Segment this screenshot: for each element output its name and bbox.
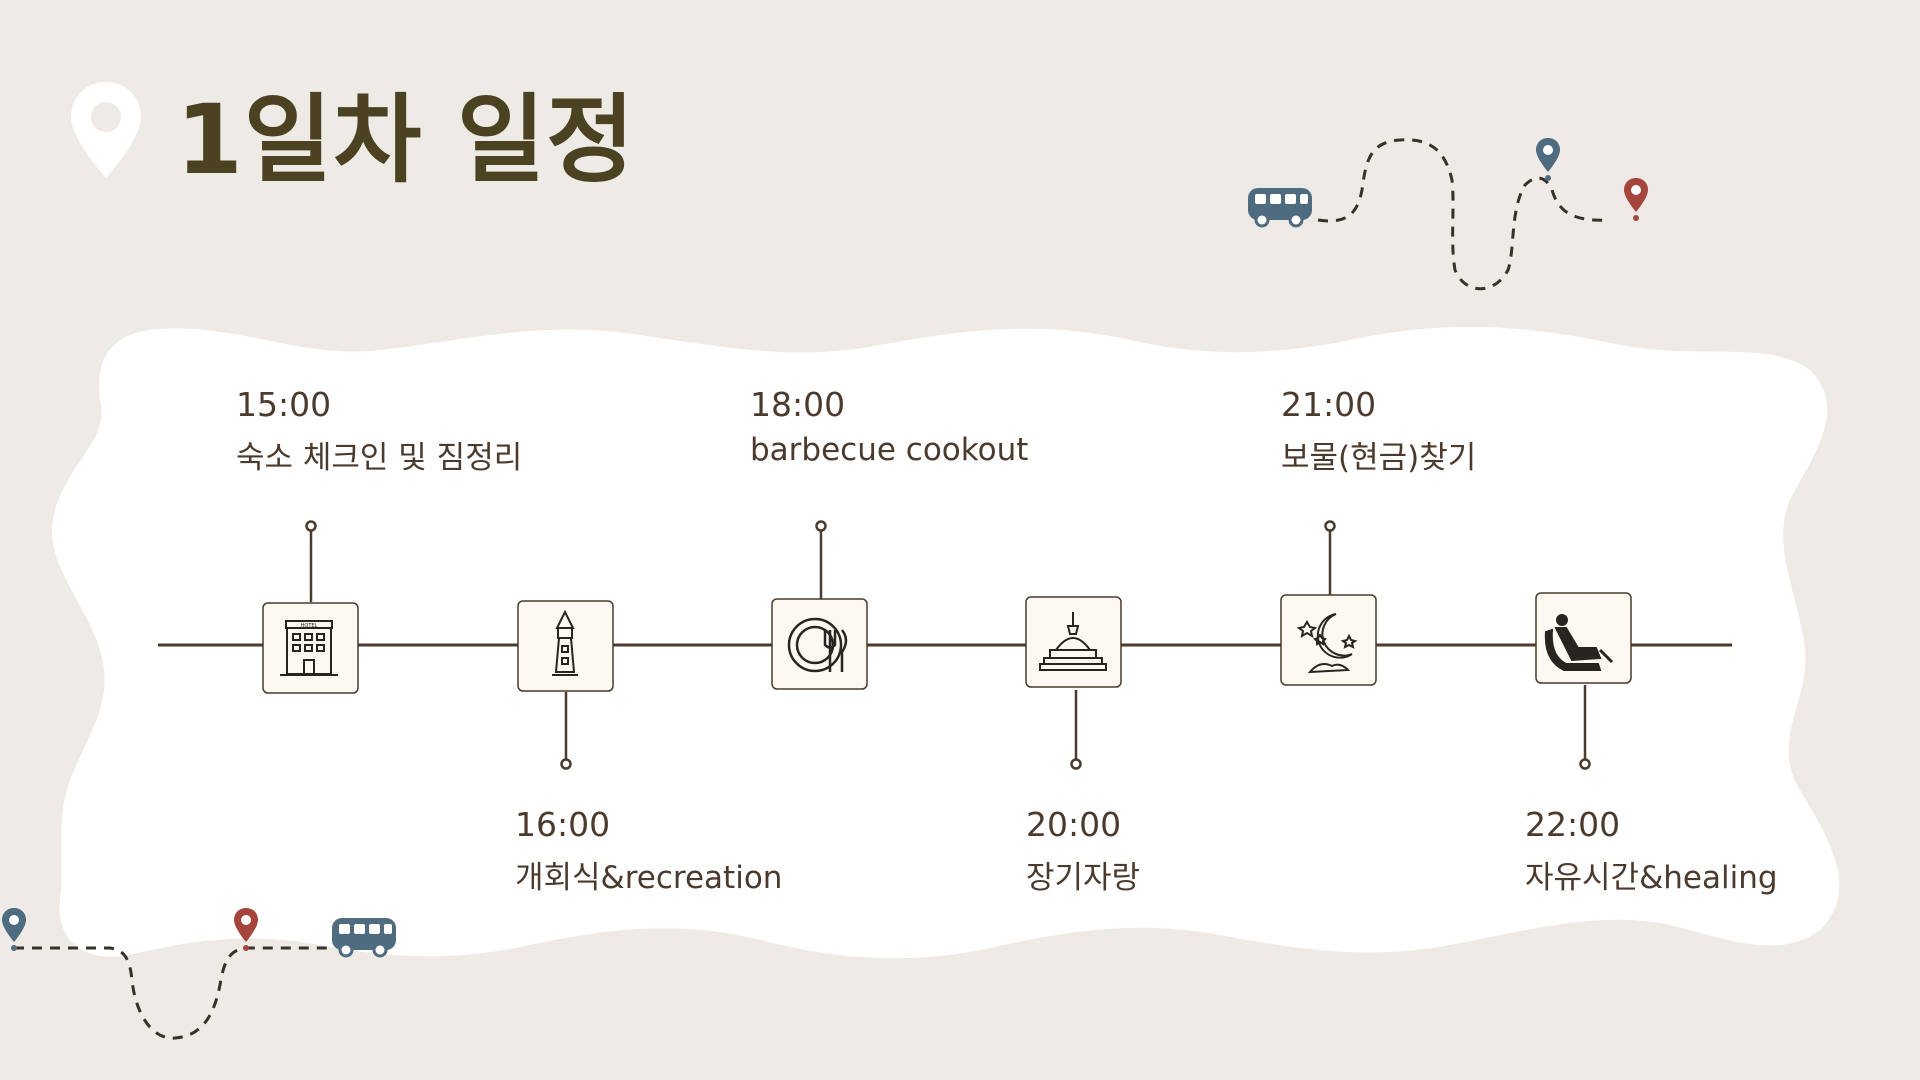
timeline-event-2 bbox=[517, 600, 614, 770]
event-label: 숙소 체크인 및 짐정리 bbox=[236, 440, 523, 476]
stage-icon bbox=[1039, 612, 1107, 671]
svg-text:HOTEL: HOTEL bbox=[301, 623, 318, 629]
event-label: 개회식&recreation bbox=[515, 860, 783, 896]
bus-icon bbox=[332, 918, 396, 958]
event-time: 22:00 bbox=[1525, 805, 1621, 844]
blue-pin-icon bbox=[2, 908, 26, 951]
moon-stars-icon bbox=[1296, 613, 1358, 674]
route-decoration-top bbox=[1248, 138, 1648, 291]
dinner-plate-icon bbox=[787, 617, 848, 673]
massage-chair-icon bbox=[1544, 614, 1614, 671]
location-pin-icon bbox=[71, 82, 141, 178]
timeline-event-6 bbox=[1535, 592, 1632, 770]
blue-pin-icon bbox=[1536, 138, 1560, 181]
event-time: 20:00 bbox=[1026, 805, 1122, 844]
event-time: 15:00 bbox=[236, 385, 332, 424]
page-title: 1일차 일정 bbox=[176, 84, 636, 196]
bus-icon bbox=[1248, 188, 1312, 228]
event-label: barbecue cookout bbox=[750, 432, 1029, 468]
timeline-event-4 bbox=[1025, 596, 1122, 770]
red-pin-icon bbox=[1624, 178, 1648, 221]
event-time: 18:00 bbox=[750, 385, 846, 424]
timeline-event-5 bbox=[1280, 520, 1377, 686]
route-decoration-bottom bbox=[2, 908, 396, 1040]
event-label: 보물(현금)찾기 bbox=[1281, 440, 1477, 476]
event-time: 16:00 bbox=[515, 805, 611, 844]
event-label: 자유시간&healing bbox=[1525, 860, 1778, 896]
hotel-icon: HOTEL bbox=[280, 620, 338, 676]
event-label: 장기자랑 bbox=[1026, 860, 1141, 896]
timeline-event-1: HOTEL bbox=[262, 520, 359, 694]
timeline-event-3 bbox=[771, 520, 868, 690]
red-pin-icon bbox=[234, 908, 258, 951]
event-time: 21:00 bbox=[1281, 385, 1377, 424]
tower-icon bbox=[552, 609, 578, 676]
